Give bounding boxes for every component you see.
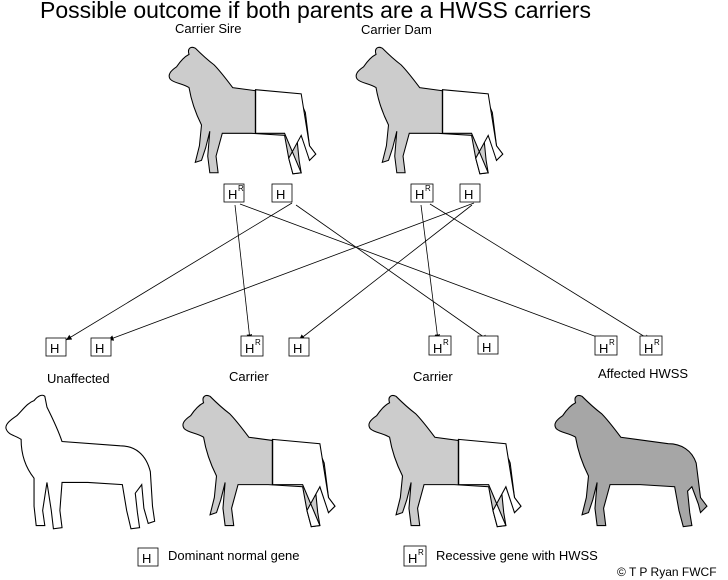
gene-symbol: H [408,551,417,566]
gene-symbol: H [599,341,608,356]
gene-superscript: R [255,338,261,347]
gene-symbol: H [644,341,653,356]
gene-superscript: R [418,548,424,557]
sire-gene-dominant: H [272,184,292,202]
unaffected-horse-figure [6,395,155,529]
affected-horse-figure [555,396,707,527]
offspring-genes-carrier-2: H R H [429,336,498,356]
gene-symbol: H [95,341,104,356]
offspring-genes-unaffected: H H [46,338,111,356]
gene-symbol: H [293,341,302,356]
gene-superscript: R [238,184,244,193]
gene-symbol: H [50,341,59,356]
gene-symbol: H [464,187,473,202]
offspring-horse-unaffected [6,395,155,529]
dam-gene-dominant: H [460,184,480,202]
offspring-horse-carrier-2 [369,396,521,527]
dam-gene-recessive: H R [411,184,433,202]
dam-horse-figure [356,47,503,173]
sire-horse [169,47,316,173]
gene-symbol: H [276,187,285,202]
arrow-sire-h-to-unaffected [66,203,292,340]
sire-horse-figure [169,47,316,173]
sire-genes: H R H [224,184,292,202]
arrow-dam-h-to-unaffected [108,203,474,340]
gene-symbol: H [245,341,254,356]
gene-symbol: H [433,341,442,356]
arrow-sire-hr-to-affected [240,204,605,340]
legend-recessive-box: H R [404,546,426,566]
dam-genes: H R H [411,184,480,202]
gene-symbol: H [142,551,151,566]
gene-superscript: R [425,184,431,193]
gene-superscript: R [609,338,615,347]
offspring-genes-carrier-1: H R H [241,336,309,356]
gene-symbol: H [228,187,237,202]
gene-superscript: R [654,338,660,347]
dam-horse [356,47,503,173]
offspring-horse-carrier-1 [183,396,335,527]
offspring-horse-affected [555,396,707,527]
inheritance-arrows [66,203,650,340]
gene-superscript: R [443,338,449,347]
gene-symbol: H [415,187,424,202]
carrier-2-horse-figure [369,396,521,527]
sire-gene-recessive: H R [224,184,244,202]
carrier-1-horse-figure [183,396,335,527]
arrow-sire-hr-to-carrier-1 [235,205,250,340]
gene-symbol: H [482,340,491,355]
offspring-genes-affected: H R H R [595,336,662,356]
arrow-dam-hr-to-affected [430,204,650,340]
legend-dominant-box: H [138,548,158,566]
